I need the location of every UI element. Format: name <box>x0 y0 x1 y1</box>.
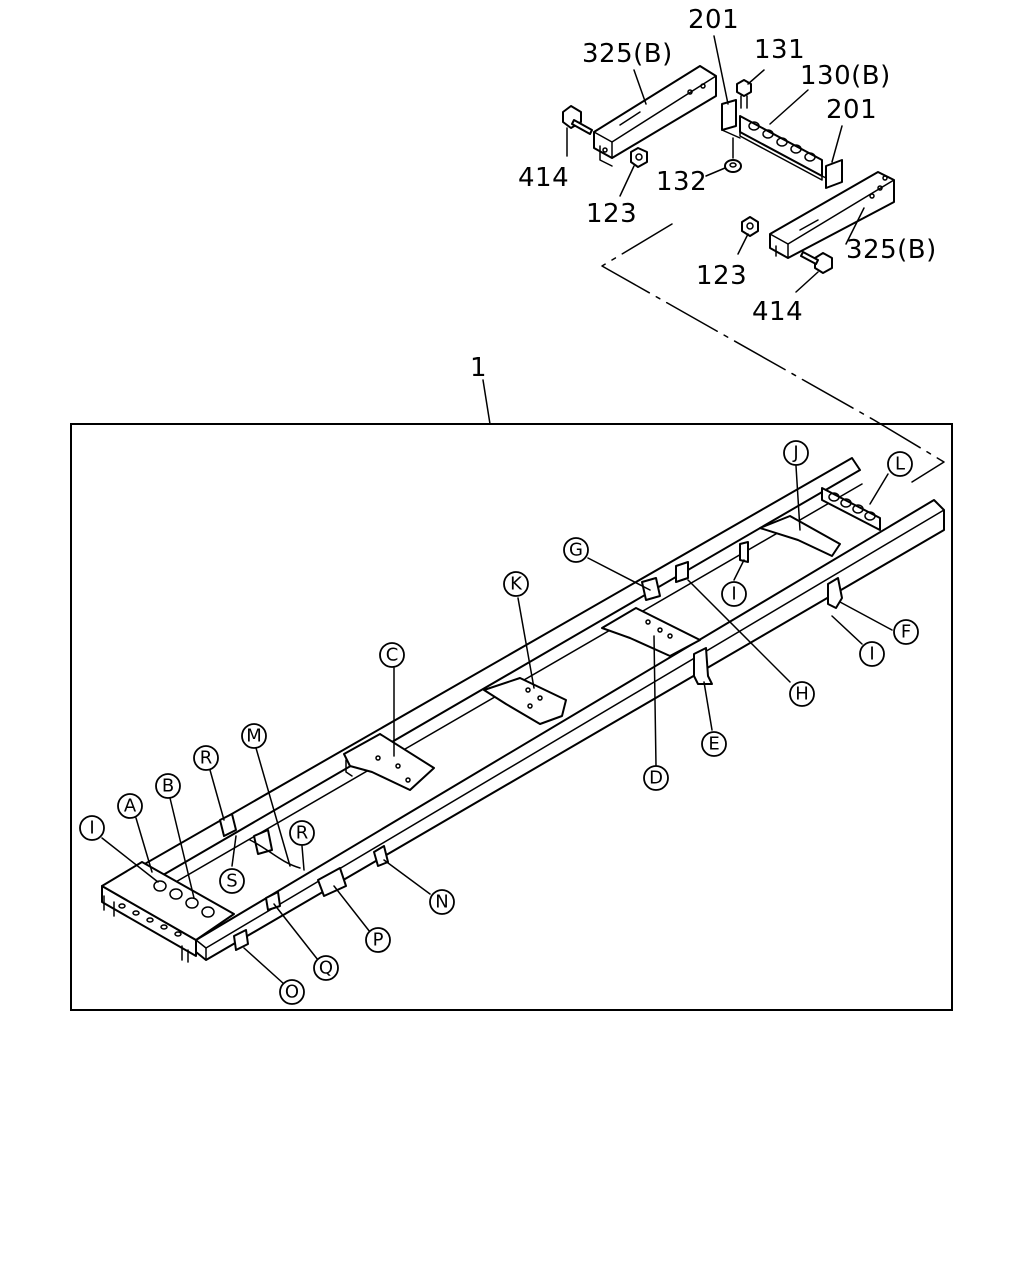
cable-m <box>249 839 301 869</box>
svg-text:G: G <box>569 540 583 561</box>
bracket-p <box>317 867 347 897</box>
callout-b: B <box>155 773 181 799</box>
bolt-414-left <box>562 105 593 135</box>
crossmember-k <box>483 677 567 725</box>
crossmember-j <box>759 515 841 557</box>
front-cross-member <box>101 861 235 963</box>
callout-i: I <box>79 815 105 841</box>
bracket-n <box>373 845 389 867</box>
cross-member-130b <box>739 115 823 181</box>
part-label-201: 201 <box>826 95 877 125</box>
svg-text:L: L <box>895 454 905 475</box>
callout-p: P <box>365 927 391 953</box>
leader-1 <box>482 379 491 425</box>
part-label-132: 132 <box>656 167 707 197</box>
callout-c: C <box>379 642 405 668</box>
callout-j: J <box>783 440 809 466</box>
exploded-subassembly <box>562 35 945 483</box>
crossmember-c <box>343 733 435 791</box>
callout-m: M <box>241 723 267 749</box>
frame-box <box>70 423 953 1011</box>
svg-text:D: D <box>649 768 663 789</box>
callout-d: D <box>643 765 669 791</box>
callout-i: I <box>721 581 747 607</box>
bolt-414-right <box>800 251 833 274</box>
callout-k: K <box>503 571 529 597</box>
callout-g: G <box>563 537 589 563</box>
part-label-325b: 325(B) <box>582 39 673 69</box>
part-label-201: 201 <box>688 5 739 35</box>
nut-123-right <box>741 216 759 237</box>
bracket-g <box>641 577 661 601</box>
bracket-201-left <box>721 99 741 139</box>
callout-i: I <box>859 641 885 667</box>
bracket-325b-right <box>769 171 895 259</box>
part-label-123: 123 <box>586 199 637 229</box>
part-label-414: 414 <box>518 163 569 193</box>
svg-text:M: M <box>246 726 262 747</box>
part-label-123: 123 <box>696 261 747 291</box>
svg-text:R: R <box>200 748 213 769</box>
callout-leaders <box>101 465 893 985</box>
exploded-leaders <box>566 35 865 293</box>
part-label-325b: 325(B) <box>846 235 937 265</box>
svg-text:P: P <box>373 930 384 951</box>
letter-callouts: J L G K I I F H C E D M R B A I R S N P … <box>79 440 919 1005</box>
svg-text:I: I <box>731 584 736 605</box>
bracket-325b-left <box>593 65 717 167</box>
bracket-f <box>827 577 843 609</box>
bracket-r-front <box>219 813 237 837</box>
bracket-e <box>693 647 713 685</box>
svg-text:O: O <box>285 982 299 1003</box>
svg-text:Q: Q <box>319 958 333 979</box>
callout-q: Q <box>313 955 339 981</box>
svg-text:B: B <box>162 776 174 797</box>
nut-123-left <box>630 147 648 168</box>
svg-text:I: I <box>89 818 94 839</box>
part-label-131: 131 <box>754 35 805 65</box>
bracket-i-rear <box>739 541 749 563</box>
callout-r: R <box>193 745 219 771</box>
assembly-dashline <box>601 223 945 483</box>
callout-h: H <box>789 681 815 707</box>
part-label-414: 414 <box>752 297 803 327</box>
svg-text:C: C <box>386 645 399 666</box>
svg-text:A: A <box>124 796 137 817</box>
bracket-s <box>253 829 273 855</box>
svg-text:H: H <box>795 684 809 705</box>
callout-f: F <box>893 619 919 645</box>
svg-text:R: R <box>296 823 309 844</box>
crossmember-d <box>601 607 701 657</box>
part-number-labels: 1 201 325(B) 131 130(B) 201 414 123 132 … <box>470 5 937 383</box>
callout-l: L <box>887 451 913 477</box>
part-label-130b: 130(B) <box>800 61 891 91</box>
callout-n: N <box>429 889 455 915</box>
callout-r: R <box>289 820 315 846</box>
callout-a: A <box>117 793 143 819</box>
nut-132 <box>724 137 742 173</box>
svg-text:J: J <box>792 443 798 464</box>
callout-o: O <box>279 979 305 1005</box>
part-label-1: 1 <box>470 353 487 383</box>
svg-text:F: F <box>901 622 911 643</box>
svg-text:I: I <box>869 644 874 665</box>
svg-text:S: S <box>226 871 237 892</box>
svg-text:E: E <box>708 734 719 755</box>
bracket-q <box>265 891 281 911</box>
callout-s: S <box>219 868 245 894</box>
svg-text:N: N <box>435 892 448 913</box>
bracket-o <box>233 929 249 951</box>
rear-cross-member-l <box>821 487 881 531</box>
bracket-201-right <box>821 159 843 189</box>
svg-text:K: K <box>510 574 523 595</box>
chassis-frame <box>101 457 945 963</box>
bracket-h <box>675 561 689 583</box>
callout-e: E <box>701 731 727 757</box>
